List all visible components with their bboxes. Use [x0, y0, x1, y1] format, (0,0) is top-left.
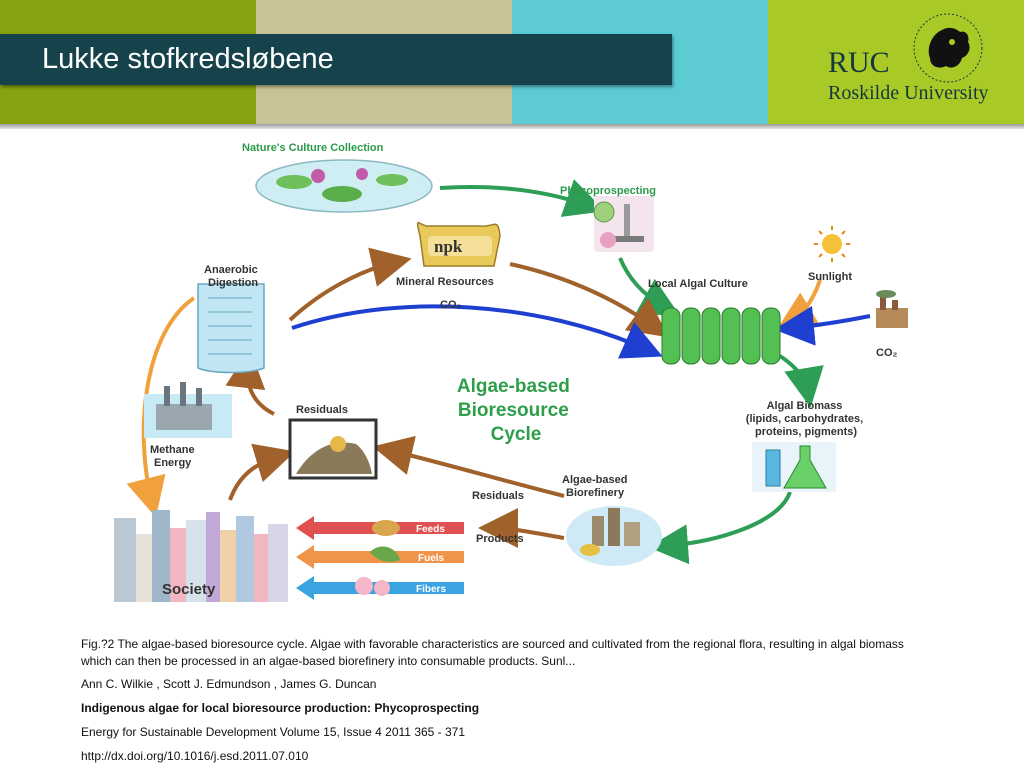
label-methane-energy: Methane Energy: [150, 444, 198, 469]
label-natures-culture-collection: Nature's Culture Collection: [242, 142, 384, 154]
header-shadow: [0, 124, 1024, 129]
slide-header: Lukke stofkredsløbene RUC Roskilde Unive…: [0, 0, 1024, 129]
city-skyline-icon: [114, 510, 288, 602]
label-residuals-right: Residuals: [472, 490, 524, 502]
arrow-digestion-to-mineral: [288, 247, 412, 322]
residuals-picture-icon: [288, 418, 378, 480]
sun-icon: [814, 226, 850, 262]
label-mineral-resources: Mineral Resources: [396, 276, 494, 288]
ruc-logo: RUC Roskilde University: [812, 0, 1024, 124]
npk-sack-icon: [416, 222, 501, 267]
bioresource-cycle-diagram: Nature's Culture Collection Phycoprospec…: [114, 142, 908, 602]
label-residuals-left: Residuals: [296, 404, 348, 416]
label-npk: npk: [434, 237, 463, 256]
label-fibers: Fibers: [416, 584, 446, 595]
label-local-algal-culture: Local Algal Culture: [648, 278, 748, 290]
algal-culture-tubes-icon: [661, 307, 781, 365]
arrow-co2-to-culture: [291, 304, 663, 359]
label-biorefinery: Algae-based Biorefinery: [562, 474, 630, 499]
label-algal-biomass: Algal Biomass (lipids, carbohydrates, pr…: [746, 400, 866, 438]
header-band-lime: [768, 0, 1024, 124]
lab-flask-icon: [752, 442, 836, 492]
citation-journal: Energy for Sustainable Development Volum…: [81, 725, 466, 739]
label-products: Products: [476, 533, 524, 545]
arrow-culture-to-biomass: [778, 354, 824, 408]
title-bar: Lukke stofkredsløbene: [0, 34, 672, 85]
label-society: Society: [162, 581, 216, 598]
arrow-co2b-to-culture: [774, 305, 871, 346]
arrow-mineral-to-culture: [509, 262, 669, 338]
citation-authors: Ann C. Wilkie , Scott J. Edmundson , Jam…: [81, 677, 377, 691]
label-sunlight: Sunlight: [808, 271, 852, 283]
label-co2-input: CO₂: [440, 299, 462, 311]
citation-article-title: Indigenous algae for local bioresource p…: [81, 701, 480, 715]
label-phycoprospecting: Phycoprospecting: [560, 185, 656, 197]
microscope-icon: [593, 196, 654, 252]
logo-name: RUC: [828, 46, 890, 79]
arrow-society-to-residuals: [228, 443, 296, 501]
pond-icon: [255, 159, 433, 213]
product-items-icon: [355, 520, 400, 596]
slide-title: Lukke stofkredsløbene: [42, 43, 334, 75]
label-co2-factory: CO₂: [876, 347, 898, 359]
university-seal-icon: [913, 13, 983, 83]
label-feeds: Feeds: [416, 524, 445, 535]
arrow-biomass-to-biorefinery: [648, 491, 792, 565]
logo-subtitle: Roskilde University: [828, 82, 989, 104]
power-plant-icon: [144, 382, 232, 438]
center-cycle-title: Algae-based Bioresource Cycle: [457, 376, 575, 445]
factory-icon: [876, 290, 908, 328]
figure-caption: Fig.?2 The algae-based bioresource cycle…: [81, 637, 904, 668]
biorefinery-icon: [566, 506, 662, 566]
digester-tank-icon: [197, 283, 265, 374]
arrow-biorefinery-to-products: [478, 508, 565, 549]
arrow-pond-to-phyco: [439, 179, 606, 217]
label-anaerobic-digestion: Anaerobic Digestion: [204, 264, 261, 289]
arrow-biorefinery-to-residuals: [372, 435, 565, 498]
citation-doi-link[interactable]: http://dx.doi.org/10.1016/j.esd.2011.07.…: [81, 749, 309, 763]
label-fuels: Fuels: [418, 553, 445, 564]
arrow-digestion-to-society: [126, 296, 196, 518]
arrow-sun-to-culture: [776, 279, 822, 331]
